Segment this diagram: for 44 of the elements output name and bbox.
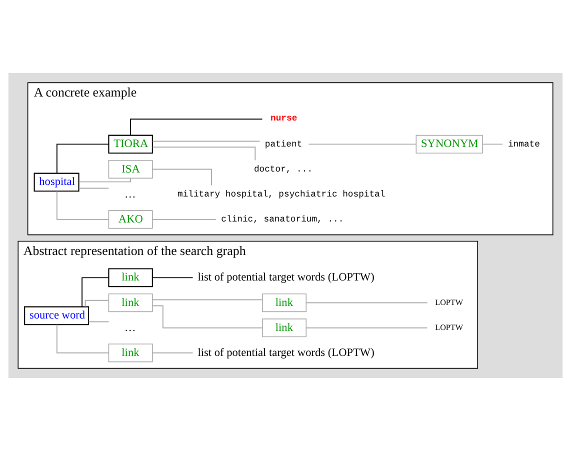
node-box: link	[108, 292, 153, 312]
connector	[152, 218, 216, 220]
node-box: source word	[24, 306, 90, 325]
node-text: clinic, sanatorium, ...	[221, 214, 344, 224]
connector	[306, 302, 428, 303]
connector	[84, 299, 110, 307]
connector	[306, 326, 428, 328]
node-box: link	[262, 318, 307, 337]
node-box: TIORA	[108, 134, 153, 154]
connector	[152, 140, 260, 142]
node-text: …	[124, 321, 136, 334]
connector	[152, 276, 194, 278]
connector	[56, 190, 109, 220]
node-text: list of potential target words (LOPTW)	[198, 346, 374, 358]
node-box: link	[108, 268, 153, 287]
connector	[152, 146, 256, 160]
node-box: ISA	[108, 159, 153, 178]
connector	[308, 143, 416, 144]
node-box: AKO	[108, 210, 153, 228]
node-box: SYNONYM	[416, 134, 483, 153]
node-box: link	[108, 343, 153, 362]
connector	[78, 177, 132, 182]
connector	[152, 298, 263, 300]
connector	[56, 143, 109, 173]
node-box: link	[262, 292, 307, 312]
connector	[130, 118, 263, 136]
connector	[152, 168, 212, 186]
node-text: nurse	[270, 113, 298, 124]
connector	[152, 304, 263, 328]
connector	[82, 276, 110, 306]
node-text: LOPTW	[435, 322, 463, 332]
connector	[56, 324, 109, 353]
node-text: LOPTW	[435, 297, 463, 306]
node-text: military hospital, psychiatric hospital	[177, 189, 386, 200]
node-text: …	[124, 188, 136, 200]
connector	[482, 143, 504, 144]
connector	[152, 352, 194, 353]
node-box: hospital	[34, 172, 80, 192]
connector	[78, 187, 110, 188]
node-text: patient	[264, 138, 302, 149]
node-text: list of potential target words (LOPTW)	[198, 271, 374, 284]
connector	[88, 320, 110, 322]
node-text: doctor, ...	[254, 164, 313, 174]
node-text: inmate	[508, 138, 540, 149]
